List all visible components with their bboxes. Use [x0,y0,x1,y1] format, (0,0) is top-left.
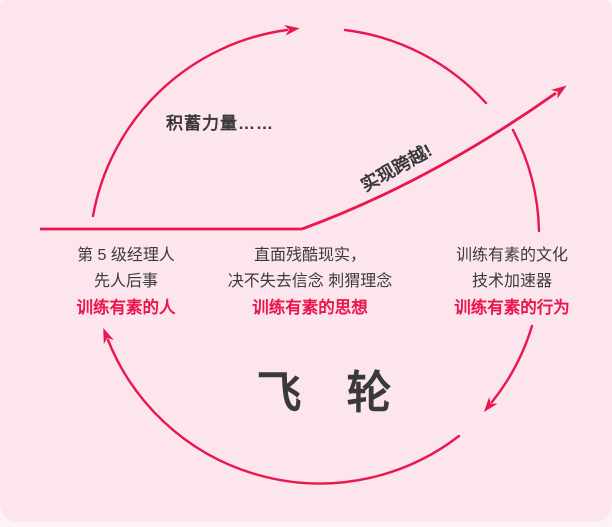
stage-highlight: 训练有素的人 [76,299,176,317]
stage-disciplined-action: 训练有素的文化 技术加速器 训练有素的行为 [412,243,612,321]
arc-right [511,128,541,233]
stage-line: 先人后事 [93,273,158,290]
stage-line: 技术加速器 [471,273,552,290]
stage-line: 第 5 级经理人 [77,247,175,264]
stage-line: 训练有素的文化 [455,247,568,264]
stage-line: 直面残酷现实， [253,247,366,264]
stage-disciplined-thought: 直面残酷现实， 决不失去信念 刺猬理念 训练有素的思想 [200,243,420,321]
flywheel-title: 飞 轮 [256,367,392,418]
arc-left-up-arrow [91,24,300,218]
momentum-label: 积蓄力量…… [166,114,274,133]
stage-highlight: 训练有素的思想 [252,299,368,317]
stage-highlight: 训练有素的行为 [454,299,570,317]
stage-line: 决不失去信念 刺猬理念 [227,273,393,290]
breakthrough-arrow [301,85,567,231]
arc-bottom-arrow [103,328,461,485]
arc-top-right [343,28,488,105]
arc-right-down-arrow [483,324,534,413]
stage-disciplined-people: 第 5 级经理人 先人后事 训练有素的人 [26,243,226,321]
